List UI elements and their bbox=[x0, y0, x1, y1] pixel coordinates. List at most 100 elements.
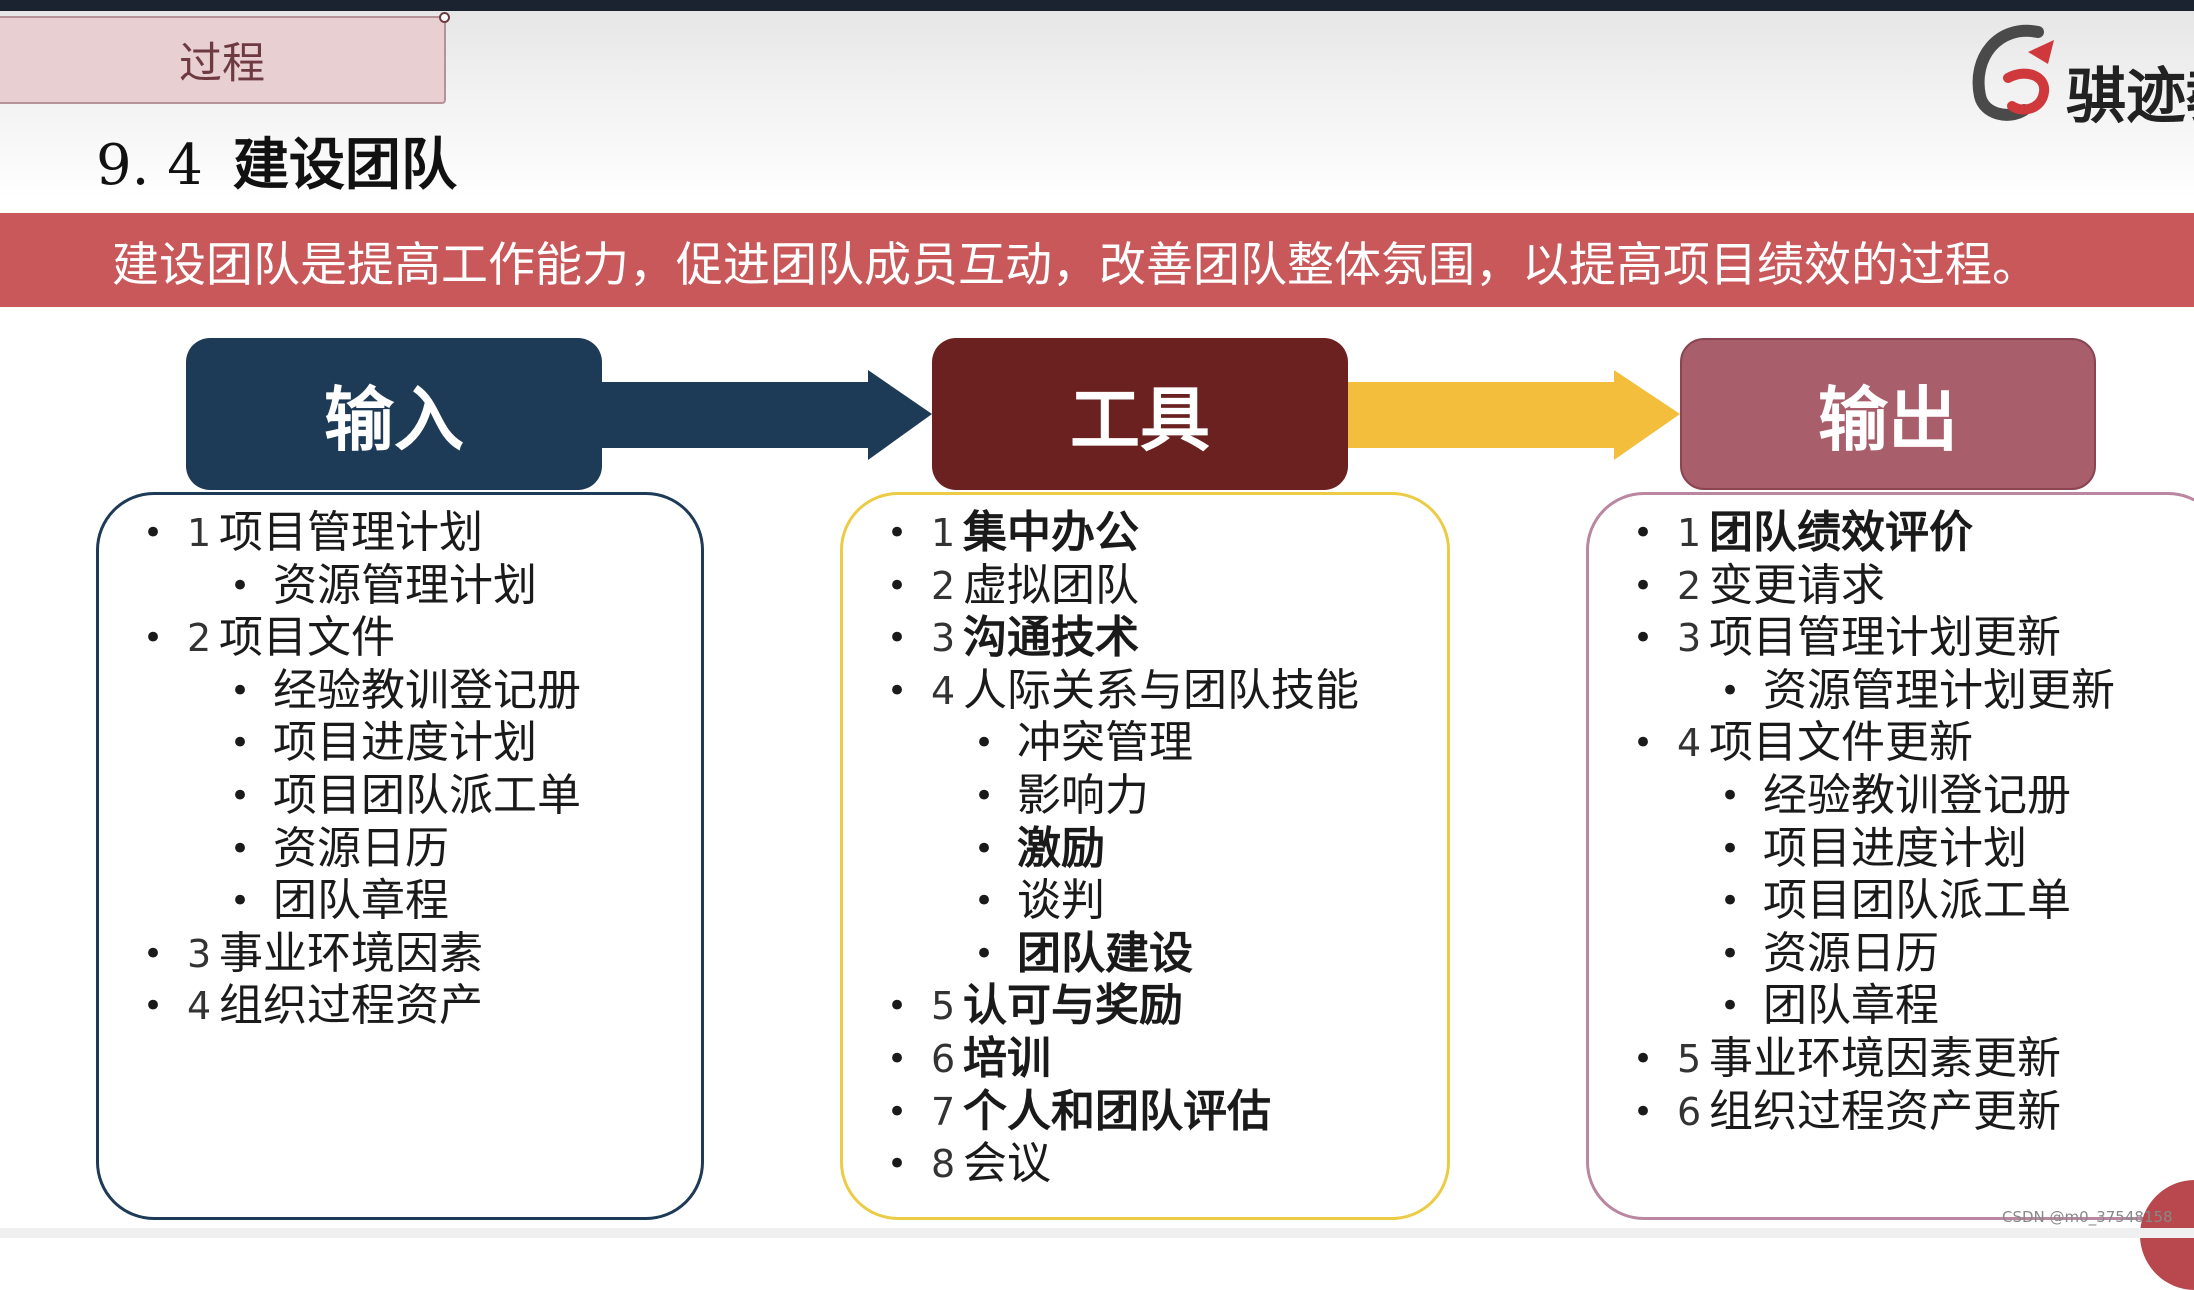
bullet-icon: • bbox=[1633, 618, 1654, 659]
bullet-icon: • bbox=[887, 986, 908, 1027]
item-text: 项目团队派工单 bbox=[1763, 875, 2071, 927]
bullet-icon: • bbox=[1720, 933, 1741, 974]
bullet-icon: • bbox=[887, 670, 908, 711]
bullet-icon: • bbox=[1720, 670, 1741, 711]
item-text: 项目文件 bbox=[219, 612, 395, 664]
item-text: 经验教训登记册 bbox=[1763, 769, 2071, 821]
bullet-icon: • bbox=[1720, 775, 1741, 816]
window-top-bar bbox=[0, 0, 2194, 11]
item-number: 4 bbox=[187, 984, 212, 1029]
bullet-icon: • bbox=[1720, 881, 1741, 922]
bullet-icon: • bbox=[230, 670, 251, 711]
item-text: 组织过程资产 bbox=[219, 980, 483, 1032]
item-number: 5 bbox=[931, 984, 956, 1029]
bullet-icon: • bbox=[230, 881, 251, 922]
item-number: 3 bbox=[187, 931, 212, 976]
bullet-icon: • bbox=[974, 881, 995, 922]
item-text: 激励 bbox=[1017, 822, 1105, 874]
bullet-icon: • bbox=[1633, 1038, 1654, 1079]
process-tab-label: 过程 bbox=[179, 39, 265, 89]
section-title: 9. 4 建设团队 bbox=[96, 120, 457, 201]
item-text: 团队建设 bbox=[1017, 927, 1193, 979]
item-text: 变更请求 bbox=[1709, 559, 1885, 611]
bullet-icon: • bbox=[1633, 723, 1654, 764]
item-text: 集中办公 bbox=[963, 507, 1139, 558]
bullet-icon: • bbox=[1633, 513, 1654, 553]
item-number: 2 bbox=[931, 563, 956, 608]
bullet-icon: • bbox=[974, 933, 995, 974]
item-text: 项目进度计划 bbox=[273, 717, 537, 769]
item-text: 影响力 bbox=[1017, 769, 1149, 821]
output-header: 输出 bbox=[1680, 338, 2096, 490]
item-text: 项目管理计划更新 bbox=[1709, 612, 2061, 664]
item-text: 事业环境因素 bbox=[219, 927, 483, 979]
bullet-icon: • bbox=[143, 618, 164, 659]
bullet-icon: • bbox=[230, 828, 251, 869]
definition-text: 建设团队是提高工作能力，促进团队成员互动，改善团队整体氛围，以提高项目绩效的过程… bbox=[112, 237, 2039, 293]
input-to-tools-arrow bbox=[590, 370, 932, 460]
bullet-icon: • bbox=[1633, 565, 1654, 606]
item-text: 事业环境因素更新 bbox=[1709, 1032, 2061, 1084]
bullet-icon: • bbox=[974, 723, 995, 764]
item-number: 4 bbox=[1677, 721, 1702, 766]
item-number: 4 bbox=[931, 668, 956, 713]
item-number: 6 bbox=[931, 1036, 956, 1081]
input-header: 输入 bbox=[186, 338, 602, 490]
item-number: 2 bbox=[1677, 563, 1702, 608]
input-title: 输入 bbox=[324, 378, 464, 461]
flow-arrows bbox=[590, 370, 1680, 460]
item-text: 会议 bbox=[963, 1138, 1051, 1190]
bullet-icon: • bbox=[887, 1144, 908, 1185]
item-number: 3 bbox=[931, 616, 956, 661]
bullet-icon: • bbox=[974, 775, 995, 816]
bullet-icon: • bbox=[143, 933, 164, 974]
bullet-icon: • bbox=[887, 513, 908, 553]
item-text: 冲突管理 bbox=[1017, 717, 1193, 769]
bullet-icon: • bbox=[887, 1038, 908, 1079]
item-number: 5 bbox=[1677, 1036, 1702, 1081]
item-number: 2 bbox=[187, 616, 212, 661]
item-text: 资源管理计划更新 bbox=[1763, 664, 2115, 716]
item-text: 资源日历 bbox=[273, 822, 449, 874]
item-text: 个人和团队评估 bbox=[963, 1085, 1271, 1137]
item-text: 组织过程资产更新 bbox=[1709, 1085, 2061, 1137]
definition-banner: 建设团队是提高工作能力，促进团队成员互动，改善团队整体氛围，以提高项目绩效的过程… bbox=[0, 213, 2194, 307]
item-text: 谈判 bbox=[1017, 875, 1105, 927]
item-number: 1 bbox=[931, 511, 956, 555]
process-tab: 过程 bbox=[0, 12, 450, 104]
item-text: 团队章程 bbox=[273, 875, 449, 927]
logo-text: 骐迹教 bbox=[2066, 62, 2194, 128]
tools-title: 工具 bbox=[1070, 378, 1210, 461]
item-text: 沟通技术 bbox=[963, 612, 1139, 664]
item-text: 培训 bbox=[963, 1032, 1051, 1084]
item-text: 虚拟团队 bbox=[963, 559, 1139, 611]
item-text: 人际关系与团队技能 bbox=[963, 664, 1359, 716]
item-text: 团队章程 bbox=[1763, 980, 1939, 1032]
item-number: 1 bbox=[1677, 511, 1702, 555]
item-text: 项目文件更新 bbox=[1709, 717, 1973, 769]
item-number: 1 bbox=[187, 511, 212, 555]
item-number: 8 bbox=[931, 1142, 956, 1187]
watermark: CSDN @m0_37548158 bbox=[2002, 1208, 2173, 1226]
item-text: 资源日历 bbox=[1763, 927, 1939, 979]
tools-to-output-arrow bbox=[1340, 370, 1680, 460]
tab-corner-dot-icon bbox=[439, 12, 450, 23]
item-text: 资源管理计划 bbox=[273, 559, 537, 611]
bullet-icon: • bbox=[143, 986, 164, 1027]
bullet-icon: • bbox=[230, 565, 251, 606]
bullet-icon: • bbox=[1720, 828, 1741, 869]
section-name: 建设团队 bbox=[232, 133, 457, 198]
bullet-icon: • bbox=[143, 513, 164, 553]
tools-header: 工具 bbox=[932, 338, 1348, 490]
output-title: 输出 bbox=[1818, 378, 1958, 461]
brand-logo: 骐迹教 bbox=[1968, 18, 2194, 128]
bullet-icon: • bbox=[887, 618, 908, 659]
bullet-icon: • bbox=[1720, 986, 1741, 1027]
item-text: 项目进度计划 bbox=[1763, 822, 2027, 874]
bullet-icon: • bbox=[230, 775, 251, 816]
item-text: 项目管理计划 bbox=[219, 507, 483, 558]
section-number: 9. 4 bbox=[96, 133, 203, 198]
bottom-strip bbox=[0, 1228, 2194, 1238]
